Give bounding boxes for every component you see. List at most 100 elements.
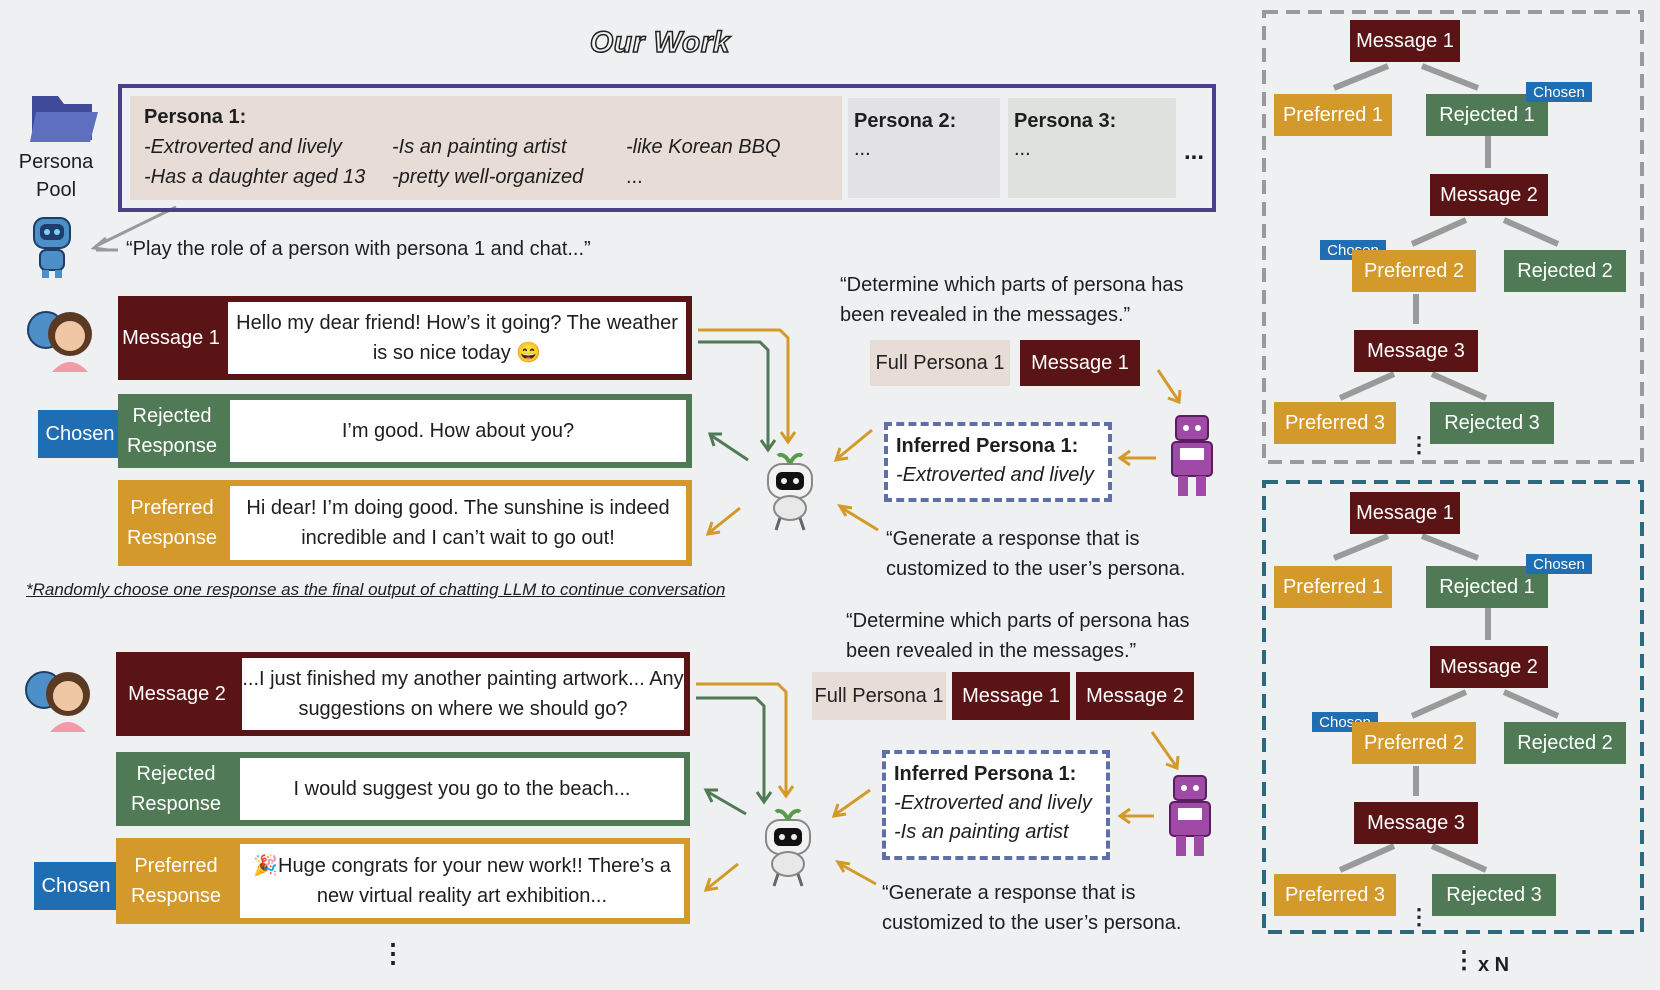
tree1-rejected2-node: Rejected 2 <box>1504 250 1626 292</box>
turn2-inferred-trait: -Extroverted and lively <box>894 792 1092 814</box>
tree2-preferred3-node: Preferred 3 <box>1274 874 1396 916</box>
tree2-chosen-badge: Chosen <box>1526 554 1592 574</box>
chat-robot-icon <box>33 217 71 278</box>
turn1-determine-prompt: “Determine which parts of persona has be… <box>840 274 1184 326</box>
message1-block: Message 1 Hello my dear friend! How’s it… <box>118 296 692 380</box>
robot-to-rejected-arrow <box>711 434 749 462</box>
turn1-message-tag: Message 1 <box>1020 340 1140 386</box>
tree1-message1-node: Message 1 <box>1350 20 1460 62</box>
msg2-gold-arrow <box>696 682 788 794</box>
tree1-preferred2-node: Preferred 2 <box>1352 250 1476 292</box>
message1-text: Hello my dear friend! How’s it going? Th… <box>228 302 686 374</box>
turn1-rejected-label: Rejected Response <box>126 405 218 457</box>
trees-more-dots: ⋮ <box>1452 947 1476 974</box>
tree2-frame <box>1262 480 1644 934</box>
turn2-rejected-block: Rejected Response I would suggest you go… <box>116 752 690 826</box>
persona1-trait: -Has a daughter aged 13 <box>144 166 366 188</box>
pool-to-robot-arrow <box>95 205 177 248</box>
tree1-message3-node: Message 3 <box>1354 330 1478 372</box>
turn1-rejected-block: Rejected Response I’m good. How about yo… <box>118 394 692 468</box>
prompt2-to-robot-arrow <box>839 862 877 886</box>
roleplay-prompt: “Play the role of a person with persona … <box>126 238 591 260</box>
msg1-green-arrow <box>698 340 770 448</box>
persona3-text: ... <box>1014 138 1031 160</box>
tags2-to-purple-robot-arrow <box>1150 731 1178 767</box>
turn2-preferred-block: Preferred Response 🎉Huge congrats for yo… <box>116 838 690 924</box>
inferred-to-robot-arrow <box>837 428 873 460</box>
msg1-gold-arrow <box>698 328 790 440</box>
more-personas: ... <box>1184 138 1205 165</box>
persona1-title: Persona 1: <box>144 106 247 128</box>
tree2-preferred2-node: Preferred 2 <box>1352 722 1476 764</box>
persona1-trait: -like Korean BBQ <box>626 136 781 158</box>
tree1-preferred3-node: Preferred 3 <box>1274 402 1396 444</box>
robot-to-preferred-arrow <box>709 506 741 534</box>
persona1-trait: -Is an painting artist <box>392 136 567 158</box>
user-avatar-icon <box>27 311 92 372</box>
turn2-preferred-label: Preferred Response <box>130 855 222 907</box>
center-robot-icon <box>767 453 813 531</box>
turn1-inferred-title: Inferred Persona 1: <box>896 435 1079 457</box>
tree1-edges <box>1332 63 1560 401</box>
turn2-full-persona-tag: Full Persona 1 <box>812 672 946 720</box>
turn1-chosen-badge: Chosen <box>38 410 122 458</box>
persona-pool-frame <box>118 84 1216 212</box>
tree2-edges <box>1332 533 1560 873</box>
tree2-message1-node: Message 1 <box>1350 492 1460 534</box>
message2-text: ...I just finished my another painting a… <box>242 658 684 730</box>
tree2-more-dots: ⋮ <box>1408 904 1430 929</box>
turn2-message-tag: Message 2 <box>1076 672 1194 720</box>
turn1-preferred-text: Hi dear! I’m doing good. The sunshine is… <box>230 486 686 560</box>
tree2-rejected3-node: Rejected 3 <box>1432 874 1556 916</box>
turn1-rejected-text: I’m good. How about you? <box>230 400 686 462</box>
user-avatar2-icon <box>25 671 90 732</box>
more-turns-dots: ⋮ <box>380 938 406 968</box>
tree1-more-dots: ⋮ <box>1408 432 1430 457</box>
tree1-rejected1-node: Rejected 1 <box>1426 94 1548 136</box>
persona3-card: Persona 3: ... <box>1008 98 1176 198</box>
turn1-full-persona-tag: Full Persona 1 <box>870 340 1010 386</box>
turn2-chosen-badge: Chosen <box>34 862 118 910</box>
turn1-inferred-persona: Inferred Persona 1: -Extroverted and liv… <box>884 422 1112 502</box>
turn2-generate-prompt: “Generate a response that is customized … <box>882 882 1182 934</box>
persona1-trait: -pretty well-organized <box>392 166 584 188</box>
center-robot2-icon <box>765 809 811 887</box>
tree1-preferred1-node: Preferred 1 <box>1274 94 1392 136</box>
turn2-rejected-text: I would suggest you go to the beach... <box>240 758 684 820</box>
turn1-generate-prompt: “Generate a response that is customized … <box>886 528 1186 580</box>
persona2-card: Persona 2: ... <box>848 98 1000 198</box>
tree2-preferred1-node: Preferred 1 <box>1274 566 1392 608</box>
turn2-inferred-trait: -Is an painting artist <box>894 821 1069 843</box>
turn2-rejected-label: Rejected Response <box>130 763 222 815</box>
turn2-inferred-title: Inferred Persona 1: <box>894 763 1077 785</box>
folder-icon <box>30 96 98 142</box>
tree1-rejected3-node: Rejected 3 <box>1430 402 1554 444</box>
tree2-message2-node: Message 2 <box>1430 646 1548 688</box>
turn2-preferred-text: 🎉Huge congrats for your new work!! There… <box>240 844 684 918</box>
turn1-inferred-trait: -Extroverted and lively <box>896 464 1094 486</box>
tree1-chosen-badge: Chosen <box>1526 82 1592 102</box>
footnote: *Randomly choose one response as the fin… <box>26 580 726 599</box>
robot2-to-rejected-arrow <box>707 790 747 816</box>
tree2-message3-node: Message 3 <box>1354 802 1478 844</box>
purple-robot-icon <box>1171 415 1213 496</box>
inferred2-to-robot-arrow <box>835 788 871 816</box>
prompt-to-robot-arrow <box>841 506 879 532</box>
message1-label: Message 1 <box>122 327 220 349</box>
turn2-inferred-persona: Inferred Persona 1: -Extroverted and liv… <box>882 750 1110 860</box>
persona1-trait: -Extroverted and lively <box>144 136 342 158</box>
purple-robot2-icon <box>1169 775 1211 856</box>
turn1-preferred-label: Preferred Response <box>126 497 218 549</box>
tree2-rejected2-node: Rejected 2 <box>1504 722 1626 764</box>
tree1-frame <box>1262 10 1644 464</box>
persona-pool-label: Persona Pool <box>18 151 94 201</box>
tags-to-purple-robot-arrow <box>1156 369 1180 401</box>
robot2-to-preferred-arrow <box>707 862 739 890</box>
persona2-text: ... <box>854 138 871 160</box>
message2-block: Message 2 ...I just finished my another … <box>116 652 690 736</box>
diagram-title: Our Work <box>589 25 731 60</box>
persona1-card: Persona 1: -Extroverted and lively -Is a… <box>130 96 842 200</box>
turn2-determine-prompt: “Determine which parts of persona has be… <box>846 610 1190 662</box>
turn2-message-tag: Message 1 <box>952 672 1070 720</box>
persona2-title: Persona 2: <box>854 110 957 132</box>
